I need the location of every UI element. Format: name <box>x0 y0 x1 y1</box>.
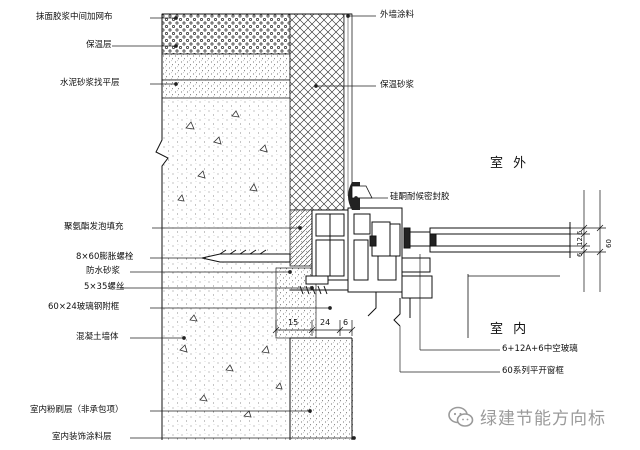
insulated-glass <box>429 222 571 258</box>
zone-indoor: 室 内 <box>490 322 530 337</box>
label-insulated-glass: 6+12A+6中空玻璃 <box>502 344 578 354</box>
dimension-vertical <box>570 190 606 292</box>
label-interior-plaster: 室内粉刷层（非承包项） <box>30 405 124 415</box>
dim-v-6a: 6 <box>576 230 584 235</box>
interior-plaster <box>290 338 354 440</box>
anchor-bolt <box>201 249 291 263</box>
label-insulation: 保温层 <box>86 40 112 50</box>
label-exterior-coating: 外墙涂料 <box>380 10 415 20</box>
screw <box>290 275 348 295</box>
label-sealant: 硅酮耐候密封胶 <box>390 192 450 202</box>
watermark-text: 绿建节能方向标 <box>480 409 606 429</box>
wechat-icon <box>448 406 474 428</box>
label-insulation-mortar: 保温砂浆 <box>380 80 415 90</box>
dim-15: 15 <box>288 318 299 327</box>
label-waterproof-mortar: 防水砂浆 <box>86 266 121 276</box>
label-leveling: 水泥砂浆找平层 <box>60 78 120 88</box>
label-foam: 聚氨酯发泡填充 <box>64 222 124 232</box>
window-frame <box>347 207 433 299</box>
label-interior-coating: 室内装饰涂料层 <box>52 432 112 442</box>
label-window-frame: 60系列平开窗框 <box>502 366 564 376</box>
concrete-wall <box>162 98 290 440</box>
dim-v-60: 60 <box>605 239 613 248</box>
dimension-horizontal <box>272 320 356 336</box>
label-concrete: 混凝土墙体 <box>76 332 119 342</box>
watermark: 绿建节能方向标 <box>448 404 606 429</box>
leader-lines <box>112 16 356 440</box>
insulation-layer <box>161 53 291 81</box>
grp-subframe <box>311 209 349 281</box>
label-anchor-bolt: 8×60膨胀螺栓 <box>76 252 134 262</box>
foam-fill <box>289 209 313 267</box>
label-mesh-mortar: 抹面胶浆中间加网布 <box>36 12 113 22</box>
mesh-layer <box>161 13 291 55</box>
dim-v-12: 12 <box>576 237 584 246</box>
dim-6: 6 <box>343 318 349 327</box>
zone-outdoor: 室 外 <box>490 156 530 171</box>
dim-24: 24 <box>320 318 331 327</box>
leveling-layer <box>161 79 291 99</box>
label-grp-subframe: 60×24玻璃钢附框 <box>48 302 120 312</box>
dim-v-6b: 6 <box>576 252 584 257</box>
label-screw: 5×35螺丝 <box>84 282 125 292</box>
insulation-mortar <box>289 13 345 211</box>
